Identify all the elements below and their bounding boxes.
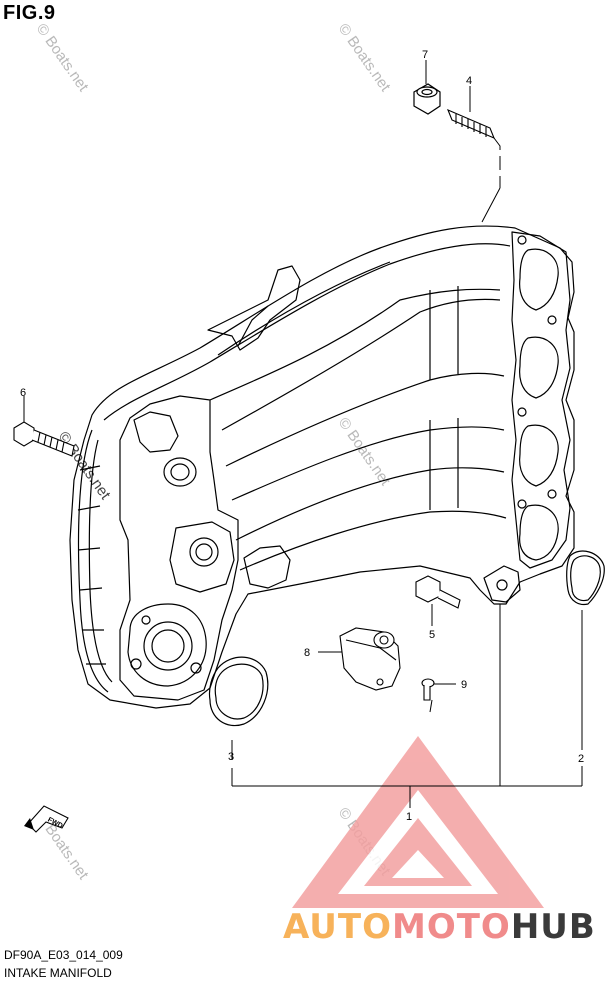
part-2-gasket-icon [566, 550, 605, 606]
part-3-gasket-icon [208, 656, 269, 727]
svg-text:AUTOMOTOHUB: AUTOMOTOHUB [283, 907, 596, 947]
callouts: 1 2 3 4 5 6 7 8 9 [20, 49, 584, 823]
callout-5: 5 [429, 629, 435, 641]
brand-part-hub: HUB [511, 907, 596, 947]
brand-part-auto: AUTO [283, 907, 392, 947]
part-7-nut-icon [413, 83, 441, 115]
diagram-caption: INTAKE MANIFOLD [4, 966, 112, 980]
watermark: © Boats.net [335, 21, 394, 96]
callout-1: 1 [406, 811, 412, 823]
part-4-stud-icon [446, 108, 496, 140]
automotohub-wordmark: AUTOMOTOHUB [283, 907, 596, 947]
intake-manifold [69, 225, 575, 709]
part-9-screw-icon [421, 678, 435, 701]
diagram-code: DF90A_E03_014_009 [4, 948, 123, 962]
figure-title: FIG.9 [3, 2, 56, 24]
part-8-sensor-icon [339, 627, 401, 691]
callout-2: 2 [578, 753, 584, 765]
callout-7: 7 [422, 49, 428, 61]
automotohub-logo-mark [292, 736, 544, 908]
watermark: © Boats.net [33, 21, 92, 96]
callout-4: 4 [466, 75, 472, 87]
callout-6: 6 [20, 387, 26, 399]
leader-lines [23, 60, 583, 808]
watermark: © Boats.net [335, 415, 394, 490]
callout-8: 8 [304, 647, 310, 659]
brand-part-moto: MOTO [392, 907, 511, 947]
callout-9: 9 [461, 679, 467, 691]
callout-3: 3 [228, 751, 234, 763]
watermarks: © Boats.net © Boats.net © Boats.net © Bo… [33, 21, 394, 884]
part-6-bolt-icon [13, 421, 75, 457]
part-5-bolt-icon [415, 575, 461, 609]
